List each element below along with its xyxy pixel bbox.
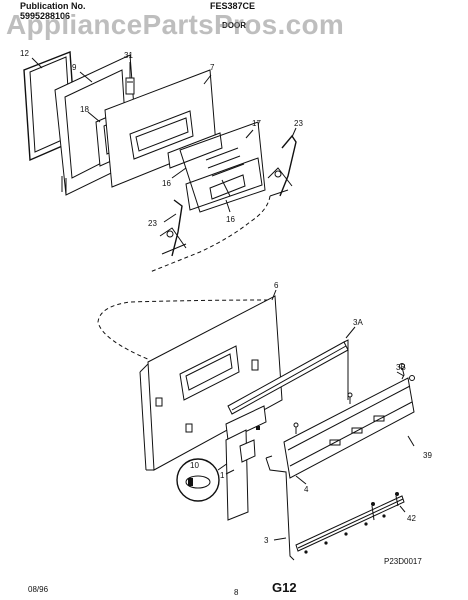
callout-17: 17 — [252, 119, 261, 128]
dashed-link-upper — [149, 195, 271, 273]
callout-3: 3 — [264, 536, 269, 545]
callout-23-right: 23 — [294, 119, 303, 128]
part-16-glass — [167, 132, 263, 211]
callout-31: 31 — [124, 51, 133, 60]
callout-12: 12 — [20, 49, 29, 58]
model-number: FES387CE — [210, 1, 256, 11]
callout-16-right: 16 — [226, 215, 235, 224]
leader-3B — [396, 371, 405, 377]
leader-6 — [271, 289, 277, 301]
leader-42 — [399, 505, 406, 513]
leader-4 — [295, 475, 307, 485]
part-31-bracket — [125, 77, 135, 95]
callout-3B: 3B — [396, 363, 406, 372]
watermark-logo: AppliancePartsPros.com — [6, 9, 345, 40]
callout-3A: 3A — [353, 318, 363, 327]
publication-label: Publication No. — [20, 1, 86, 11]
leader-16a — [171, 167, 187, 179]
section-title: DOOR — [222, 21, 246, 30]
leader-3 — [273, 537, 287, 541]
part-10-detail — [176, 455, 239, 502]
part-17-baffle — [179, 121, 266, 213]
callout-18: 18 — [80, 105, 89, 114]
leader-12 — [31, 57, 43, 69]
callout-23-left: 23 — [148, 219, 157, 228]
callout-16-left: 16 — [162, 179, 171, 188]
part-3B-control-panel — [283, 375, 415, 479]
diagram-code: P23D0017 — [384, 557, 422, 566]
callout-6: 6 — [274, 281, 279, 290]
leader-39 — [407, 435, 415, 447]
part-4-trim — [265, 455, 295, 561]
callout-9: 9 — [72, 63, 77, 72]
publication-number: 5995288106 — [20, 11, 71, 21]
part-3A-handle — [227, 339, 349, 415]
leader-16b — [225, 199, 231, 213]
leader-9 — [79, 71, 93, 83]
callout-4: 4 — [304, 485, 309, 494]
callout-7: 7 — [210, 63, 215, 72]
footer-date: 08/96 — [28, 585, 49, 594]
part-23-hinge-right — [267, 134, 297, 197]
leader-1 — [225, 469, 235, 475]
leader-7 — [203, 74, 212, 85]
dashed-link-mid — [97, 299, 269, 361]
callout-10: 10 — [190, 461, 199, 470]
part-42-bottom-rail — [295, 492, 405, 554]
part-23-hinge-left — [159, 199, 187, 257]
callout-42: 42 — [407, 514, 416, 523]
leader-18 — [87, 111, 101, 123]
part-1-latch — [225, 405, 267, 521]
footer-page-number: 8 — [234, 588, 239, 597]
fastener-screws — [293, 363, 405, 434]
callout-1: 1 — [220, 471, 225, 480]
callout-39: 39 — [423, 451, 432, 460]
leader-3A — [345, 326, 356, 339]
part-6-outer-panel — [139, 295, 283, 471]
leader-23a — [291, 127, 297, 138]
footer-code: G12 — [272, 580, 297, 595]
leader-17 — [245, 129, 254, 139]
leader-23b — [163, 213, 177, 223]
